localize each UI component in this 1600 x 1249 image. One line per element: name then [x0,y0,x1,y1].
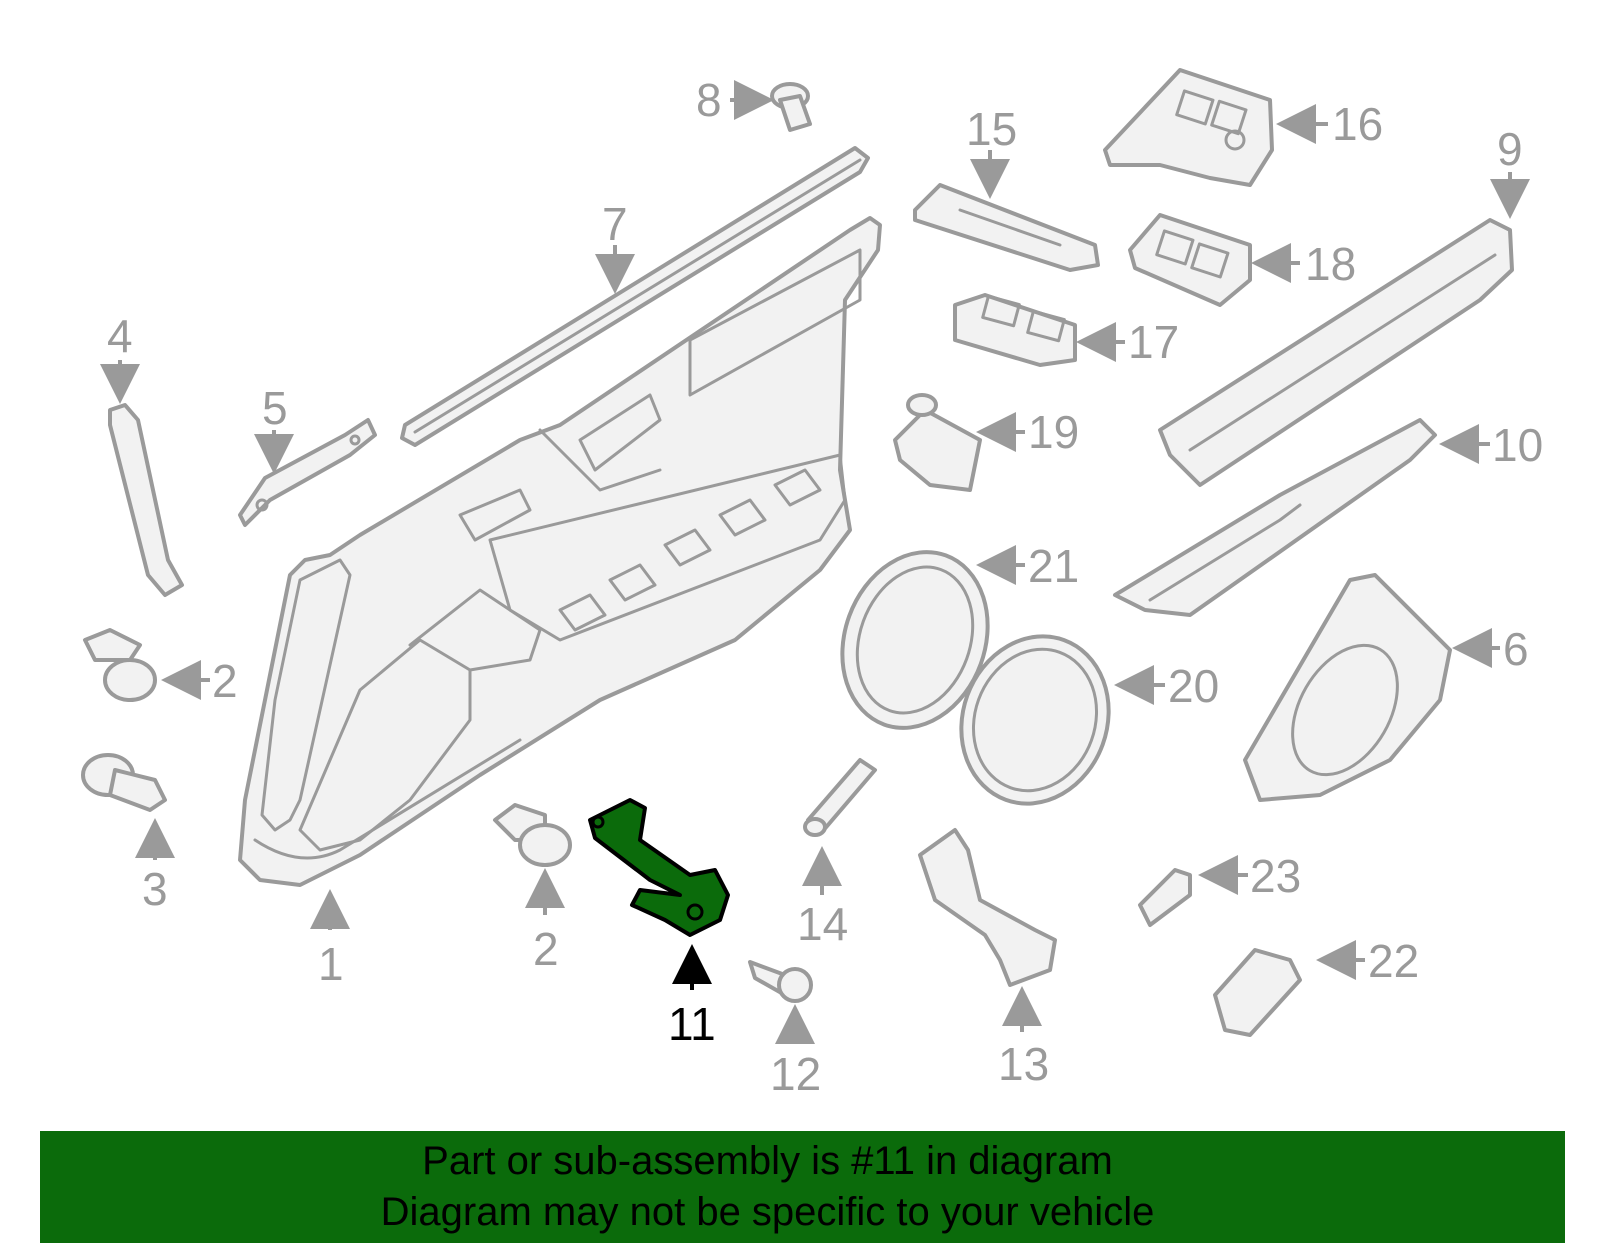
leader-lines [100,80,1530,1044]
part-1-door-trim-panel [238,216,882,887]
part-14-rod [803,758,877,837]
callout-15: 15 [966,103,1017,155]
part-16-switch-panel [1103,68,1274,187]
info-banner: Part or sub-assembly is #11 in diagram D… [40,1131,1565,1243]
callout-3: 3 [142,863,168,915]
callout-16: 16 [1332,98,1383,150]
callout-19: 19 [1028,406,1079,458]
callout-13: 13 [998,1038,1049,1090]
callout-11: 11 [668,998,716,1050]
part-5-bracket [238,418,377,527]
callout-22: 22 [1368,935,1419,987]
part-21-speaker-bracket [840,550,990,730]
callout-14: 14 [797,898,848,950]
banner-line-2: Diagram may not be specific to your vehi… [380,1190,1155,1234]
callout-9: 9 [1497,123,1523,175]
banner-line-1: Part or sub-assembly is #11 in diagram [422,1139,1113,1183]
part-22-lamp [1213,948,1302,1037]
callout-2-center: 2 [533,923,559,975]
callout-23: 23 [1250,850,1301,902]
part-2-clip-center [493,803,572,867]
callout-labels: 1 2 2 3 4 5 6 7 8 9 10 11 12 13 14 15 16… [107,74,1543,1100]
callout-12: 12 [770,1048,821,1100]
callout-20: 20 [1168,660,1219,712]
callout-8: 8 [696,74,722,126]
callout-7: 7 [602,198,628,250]
part-7-belt-molding [400,146,870,447]
callout-5: 5 [262,382,288,434]
part-4-pull-handle [108,403,184,597]
part-17-window-switch [953,293,1077,367]
part-3-push-pin [81,753,167,812]
callout-2-left: 2 [212,655,238,707]
callout-17: 17 [1128,316,1179,368]
part-19-mirror-switch [893,393,982,492]
parts-diagram: 1 2 2 3 4 5 6 7 8 9 10 11 12 13 14 15 16… [81,68,1543,1100]
callout-18: 18 [1305,238,1356,290]
part-12-screw [748,960,813,1003]
part-11-bracket-highlighted [588,798,730,937]
callout-4: 4 [107,310,133,362]
part-6-speaker-grille [1243,573,1452,802]
callout-1: 1 [318,938,344,990]
part-15-switch-bezel [913,183,1100,272]
part-20-speaker-bracket [959,634,1111,806]
callout-6: 6 [1503,623,1529,675]
part-23-bulb [1138,868,1192,927]
part-9-armrest-pad [1158,218,1514,487]
part-10-armrest-trim [1113,418,1437,617]
part-13-duct [918,828,1057,987]
part-2-clip-left [83,628,157,702]
callout-10: 10 [1492,419,1543,471]
callout-21: 21 [1028,540,1079,592]
part-18-window-switch [1128,213,1252,307]
part-8-clip [770,82,812,132]
